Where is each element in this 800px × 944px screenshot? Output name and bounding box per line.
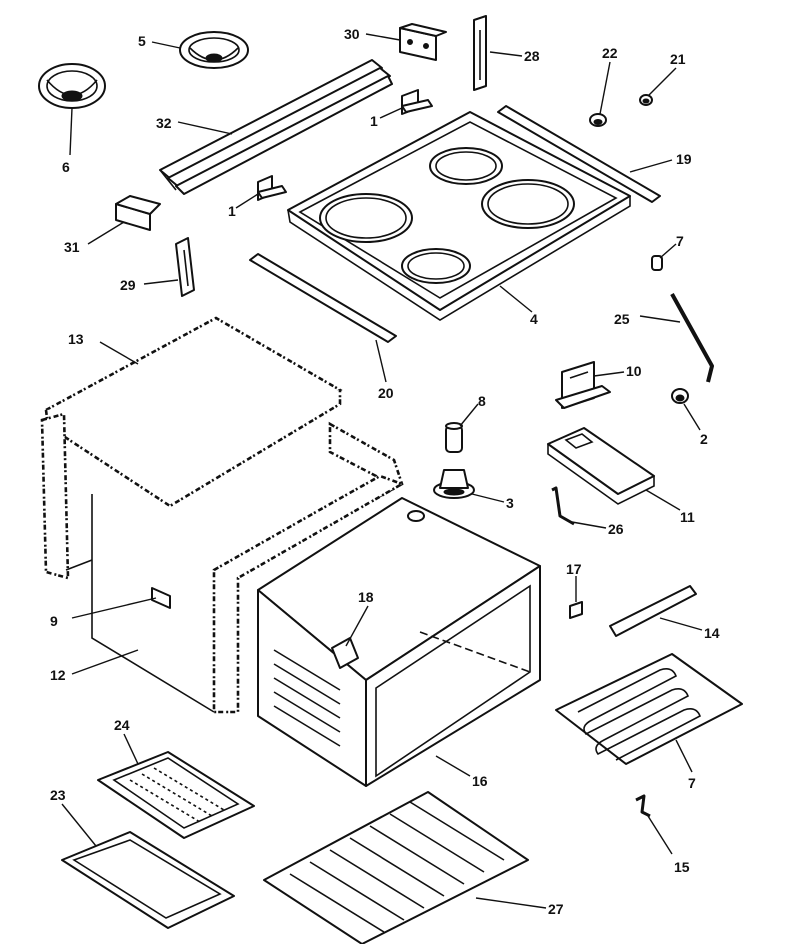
callout-28: 27 (548, 901, 564, 917)
callout-23: 22 (602, 45, 618, 61)
part-8-bake-element (555, 653, 743, 765)
callout-26: 25 (614, 311, 630, 327)
part-18-clip (569, 601, 583, 619)
part-29-vertical-bracket (473, 15, 487, 91)
part-20-side-trim (497, 105, 661, 203)
callout-19: 18 (358, 589, 374, 605)
callout-16: 15 (674, 859, 690, 875)
part-32-bracket (115, 195, 161, 231)
callout-4: 4 (530, 311, 538, 327)
callout-14: 13 (68, 331, 84, 347)
callout-6: 5 (138, 33, 146, 49)
callout-33: 32 (156, 115, 172, 131)
part-26-rod (670, 293, 714, 383)
callout-17: 16 (472, 773, 488, 789)
callout-3: 3 (506, 495, 514, 511)
part-25-broiler-grid (97, 751, 255, 839)
callout-30: 29 (120, 277, 136, 293)
callout-22: 21 (670, 51, 686, 67)
part-28-oven-rack (263, 791, 529, 944)
part-11-terminal-block (555, 361, 611, 409)
part-17-oven-liner (257, 497, 541, 787)
callout-13: 12 (50, 667, 66, 683)
callout-1-upper: 1 (370, 113, 378, 129)
part-16-clip (635, 794, 651, 818)
callout-24: 23 (50, 787, 66, 803)
callout-20: 19 (676, 151, 692, 167)
part-21-front-trim (249, 253, 397, 343)
part-30-channel (175, 237, 195, 297)
part-7-large-drip-bowl (38, 63, 106, 109)
callout-5: 7 (676, 233, 684, 249)
callout-18: 17 (566, 561, 582, 577)
part-27-bracket (551, 486, 575, 526)
part-14-top-insulation (43, 316, 343, 508)
part-6-small-drip-bowl (179, 31, 249, 69)
callout-15: 14 (704, 625, 720, 641)
callout-31: 30 (344, 26, 360, 42)
part-31-bracket (399, 23, 447, 61)
part-13-wrap-insulation (40, 412, 406, 714)
callout-11: 10 (626, 363, 642, 379)
callout-25: 24 (114, 717, 130, 733)
part-5-cap (651, 255, 663, 271)
part-15-rail (609, 585, 697, 637)
callout-12: 11 (680, 509, 695, 525)
part-33-trim-strips (159, 59, 393, 195)
part-24-broiler-pan (61, 831, 235, 929)
callout-2: 2 (700, 431, 708, 447)
callout-21: 20 (378, 385, 394, 401)
part-9-spacer (445, 422, 463, 453)
callout-29: 28 (524, 48, 540, 64)
part-2-connector (671, 388, 689, 404)
callout-9: 8 (478, 393, 486, 409)
part-22-screw (639, 94, 653, 106)
part-3-base (433, 469, 475, 499)
part-4-cooktop (287, 111, 631, 321)
part-1-clip-upper (401, 89, 433, 115)
part-12-box (547, 427, 655, 505)
part-1-clip-lower (257, 175, 287, 201)
callout-7: 6 (62, 159, 70, 175)
callout-8: 7 (688, 775, 696, 791)
part-10-clip (151, 587, 171, 609)
callout-10: 9 (50, 613, 58, 629)
part-23-clip (589, 113, 607, 127)
callout-1-lower: 1 (228, 203, 236, 219)
callout-32: 31 (64, 239, 80, 255)
callout-27: 26 (608, 521, 624, 537)
